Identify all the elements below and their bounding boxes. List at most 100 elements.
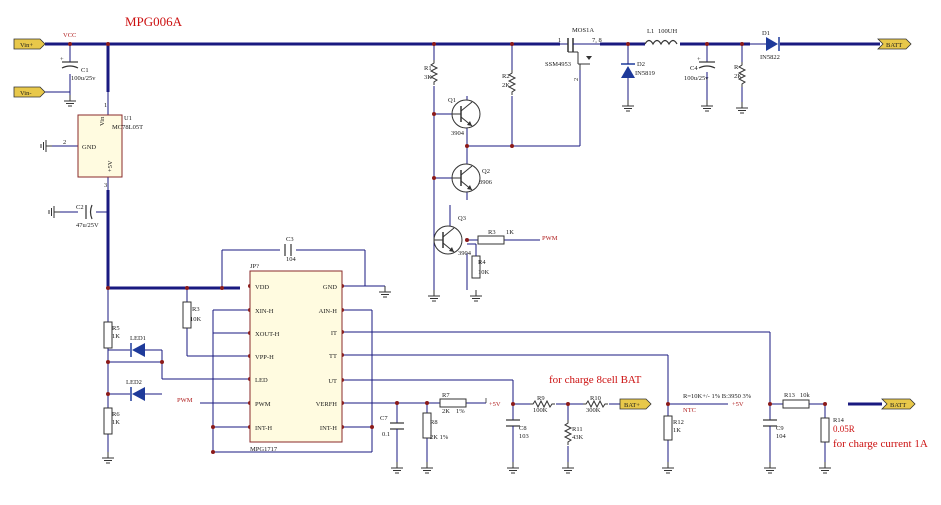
- svg-text:2K: 2K: [734, 73, 742, 80]
- led-2: LED2: [126, 379, 145, 401]
- port-vin-plus: Vin+: [13, 38, 46, 50]
- svg-text:JP?: JP?: [250, 263, 259, 270]
- resistor-r7: R7 2K 1%: [439, 392, 467, 415]
- resistor-r5: R5 1K: [103, 321, 120, 349]
- svg-text:100u/25v: 100u/25v: [684, 75, 709, 82]
- svg-text:XIN-H: XIN-H: [255, 308, 274, 315]
- svg-text:Vin+: Vin+: [20, 42, 33, 49]
- svg-text:3904: 3904: [451, 130, 465, 137]
- resistor-r13: R13 10k: [782, 392, 811, 409]
- svg-text:IN5822: IN5822: [760, 54, 780, 61]
- svg-text:TT: TT: [329, 353, 337, 360]
- svg-text:LED2: LED2: [126, 379, 142, 386]
- svg-text:VPP-H: VPP-H: [255, 354, 274, 361]
- resistor-r1: R1 3K: [424, 59, 438, 86]
- svg-text:R5: R5: [112, 325, 120, 332]
- svg-text:3: 3: [104, 182, 107, 189]
- ntc-label: NTC: [683, 407, 696, 414]
- resistor-r12: R12 1K: [661, 415, 684, 474]
- note-charge-8cell: for charge 8cell BAT: [549, 374, 642, 386]
- svg-text:104: 104: [776, 433, 787, 440]
- mosfet-mos1a: MOS1A SSM4953 1 2 7, 8: [545, 27, 602, 81]
- regulator-u1: U1 MC78L05T Vin GND +5V 1 2 3: [40, 102, 143, 189]
- svg-text:IT: IT: [331, 330, 337, 337]
- svg-text:10K: 10K: [478, 269, 490, 276]
- svg-text:300K: 300K: [586, 407, 601, 414]
- svg-text:INT-H: INT-H: [255, 425, 272, 432]
- pwm-label-2: PWM: [177, 397, 193, 404]
- note-charge-current: for charge current 1A: [833, 438, 928, 450]
- capacitor-c2: C2 47u/25V: [48, 204, 99, 229]
- resistor-r14: R14 0.05R: [818, 417, 855, 474]
- resistor-r-2k: R 2K: [734, 61, 749, 114]
- diode-d1: D1 IN5822: [750, 30, 780, 61]
- svg-text:LED1: LED1: [130, 335, 146, 342]
- svg-text:+5V: +5V: [107, 160, 114, 172]
- svg-text:1%: 1%: [456, 408, 465, 415]
- svg-text:R4: R4: [478, 259, 486, 266]
- port-vin-minus: Vin-: [13, 86, 46, 98]
- capacitor-c9: C9 104: [763, 419, 787, 474]
- svg-text:103: 103: [519, 433, 529, 440]
- svg-text:VDD: VDD: [255, 284, 269, 291]
- svg-text:10k: 10k: [800, 392, 811, 399]
- plus5v-label-1: +5V: [485, 398, 501, 408]
- svg-text:Vin-: Vin-: [20, 90, 32, 97]
- svg-text:C7: C7: [380, 415, 388, 422]
- capacitor-c1: + C1 100u/25v: [60, 56, 96, 107]
- svg-text:BAT+: BAT+: [624, 402, 640, 409]
- ic-mpg1717: JP? MPG1717 VDD XIN-H XOUT-H VPP-H LED P…: [249, 263, 343, 453]
- svg-text:R8: R8: [430, 419, 438, 426]
- svg-text:1K: 1K: [112, 333, 120, 340]
- svg-text:R1: R1: [424, 65, 432, 72]
- resistor-r4: R4 10K: [467, 243, 490, 302]
- svg-text:2: 2: [63, 139, 66, 146]
- svg-text:100UH: 100UH: [658, 28, 677, 35]
- svg-text:3K: 3K: [424, 74, 432, 81]
- diagram-title: MPG006A: [125, 14, 183, 29]
- capacitor-c4: + C4 100u/25v: [684, 56, 716, 112]
- svg-text:R10: R10: [590, 395, 601, 402]
- svg-text:UT: UT: [328, 378, 337, 385]
- resistor-r2: R2 2K: [502, 69, 516, 96]
- svg-text:R13: R13: [784, 392, 795, 399]
- svg-text:Q2: Q2: [482, 168, 490, 175]
- led-1: LED1: [130, 335, 146, 357]
- svg-text:R3: R3: [488, 229, 496, 236]
- svg-text:+5V: +5V: [732, 401, 744, 408]
- svg-text:+: +: [60, 56, 64, 63]
- inductor-l1: L1 100UH: [644, 28, 678, 46]
- svg-text:1: 1: [558, 37, 561, 44]
- svg-text:GND: GND: [323, 284, 337, 291]
- svg-text:100u/25v: 100u/25v: [71, 75, 96, 82]
- port-batt-out: BATT: [877, 38, 912, 50]
- port-batt-sense: BATT: [848, 398, 916, 410]
- svg-text:C9: C9: [776, 425, 784, 432]
- svg-text:10K: 10K: [190, 316, 202, 323]
- svg-text:2K: 2K: [502, 82, 510, 89]
- svg-text:3906: 3906: [479, 179, 493, 186]
- svg-text:47u/25V: 47u/25V: [76, 222, 99, 229]
- wires: [45, 42, 880, 462]
- svg-text:2K: 2K: [442, 408, 450, 415]
- svg-text:7, 8: 7, 8: [592, 37, 602, 44]
- svg-text:R11: R11: [572, 426, 583, 433]
- svg-text:LED: LED: [255, 377, 268, 384]
- svg-text:R9: R9: [537, 395, 545, 402]
- svg-text:R2: R2: [502, 73, 510, 80]
- svg-text:3904: 3904: [458, 250, 472, 257]
- svg-text:1K: 1K: [112, 419, 120, 426]
- svg-text:1K: 1K: [506, 229, 514, 236]
- resistor-r6: R6 1K: [101, 407, 120, 464]
- svg-text:R: R: [734, 64, 739, 71]
- svg-text:R12: R12: [673, 419, 684, 426]
- svg-text:1: 1: [104, 102, 107, 109]
- svg-text:GND: GND: [82, 144, 96, 151]
- svg-text:BATT: BATT: [886, 42, 902, 49]
- capacitor-c3: C3 104: [284, 236, 392, 298]
- transistor-q1: Q1 3904: [448, 97, 481, 137]
- svg-text:R7: R7: [442, 392, 450, 399]
- svg-text:104: 104: [286, 256, 297, 263]
- svg-text:Q3: Q3: [458, 215, 466, 222]
- svg-text:+5V: +5V: [489, 401, 501, 408]
